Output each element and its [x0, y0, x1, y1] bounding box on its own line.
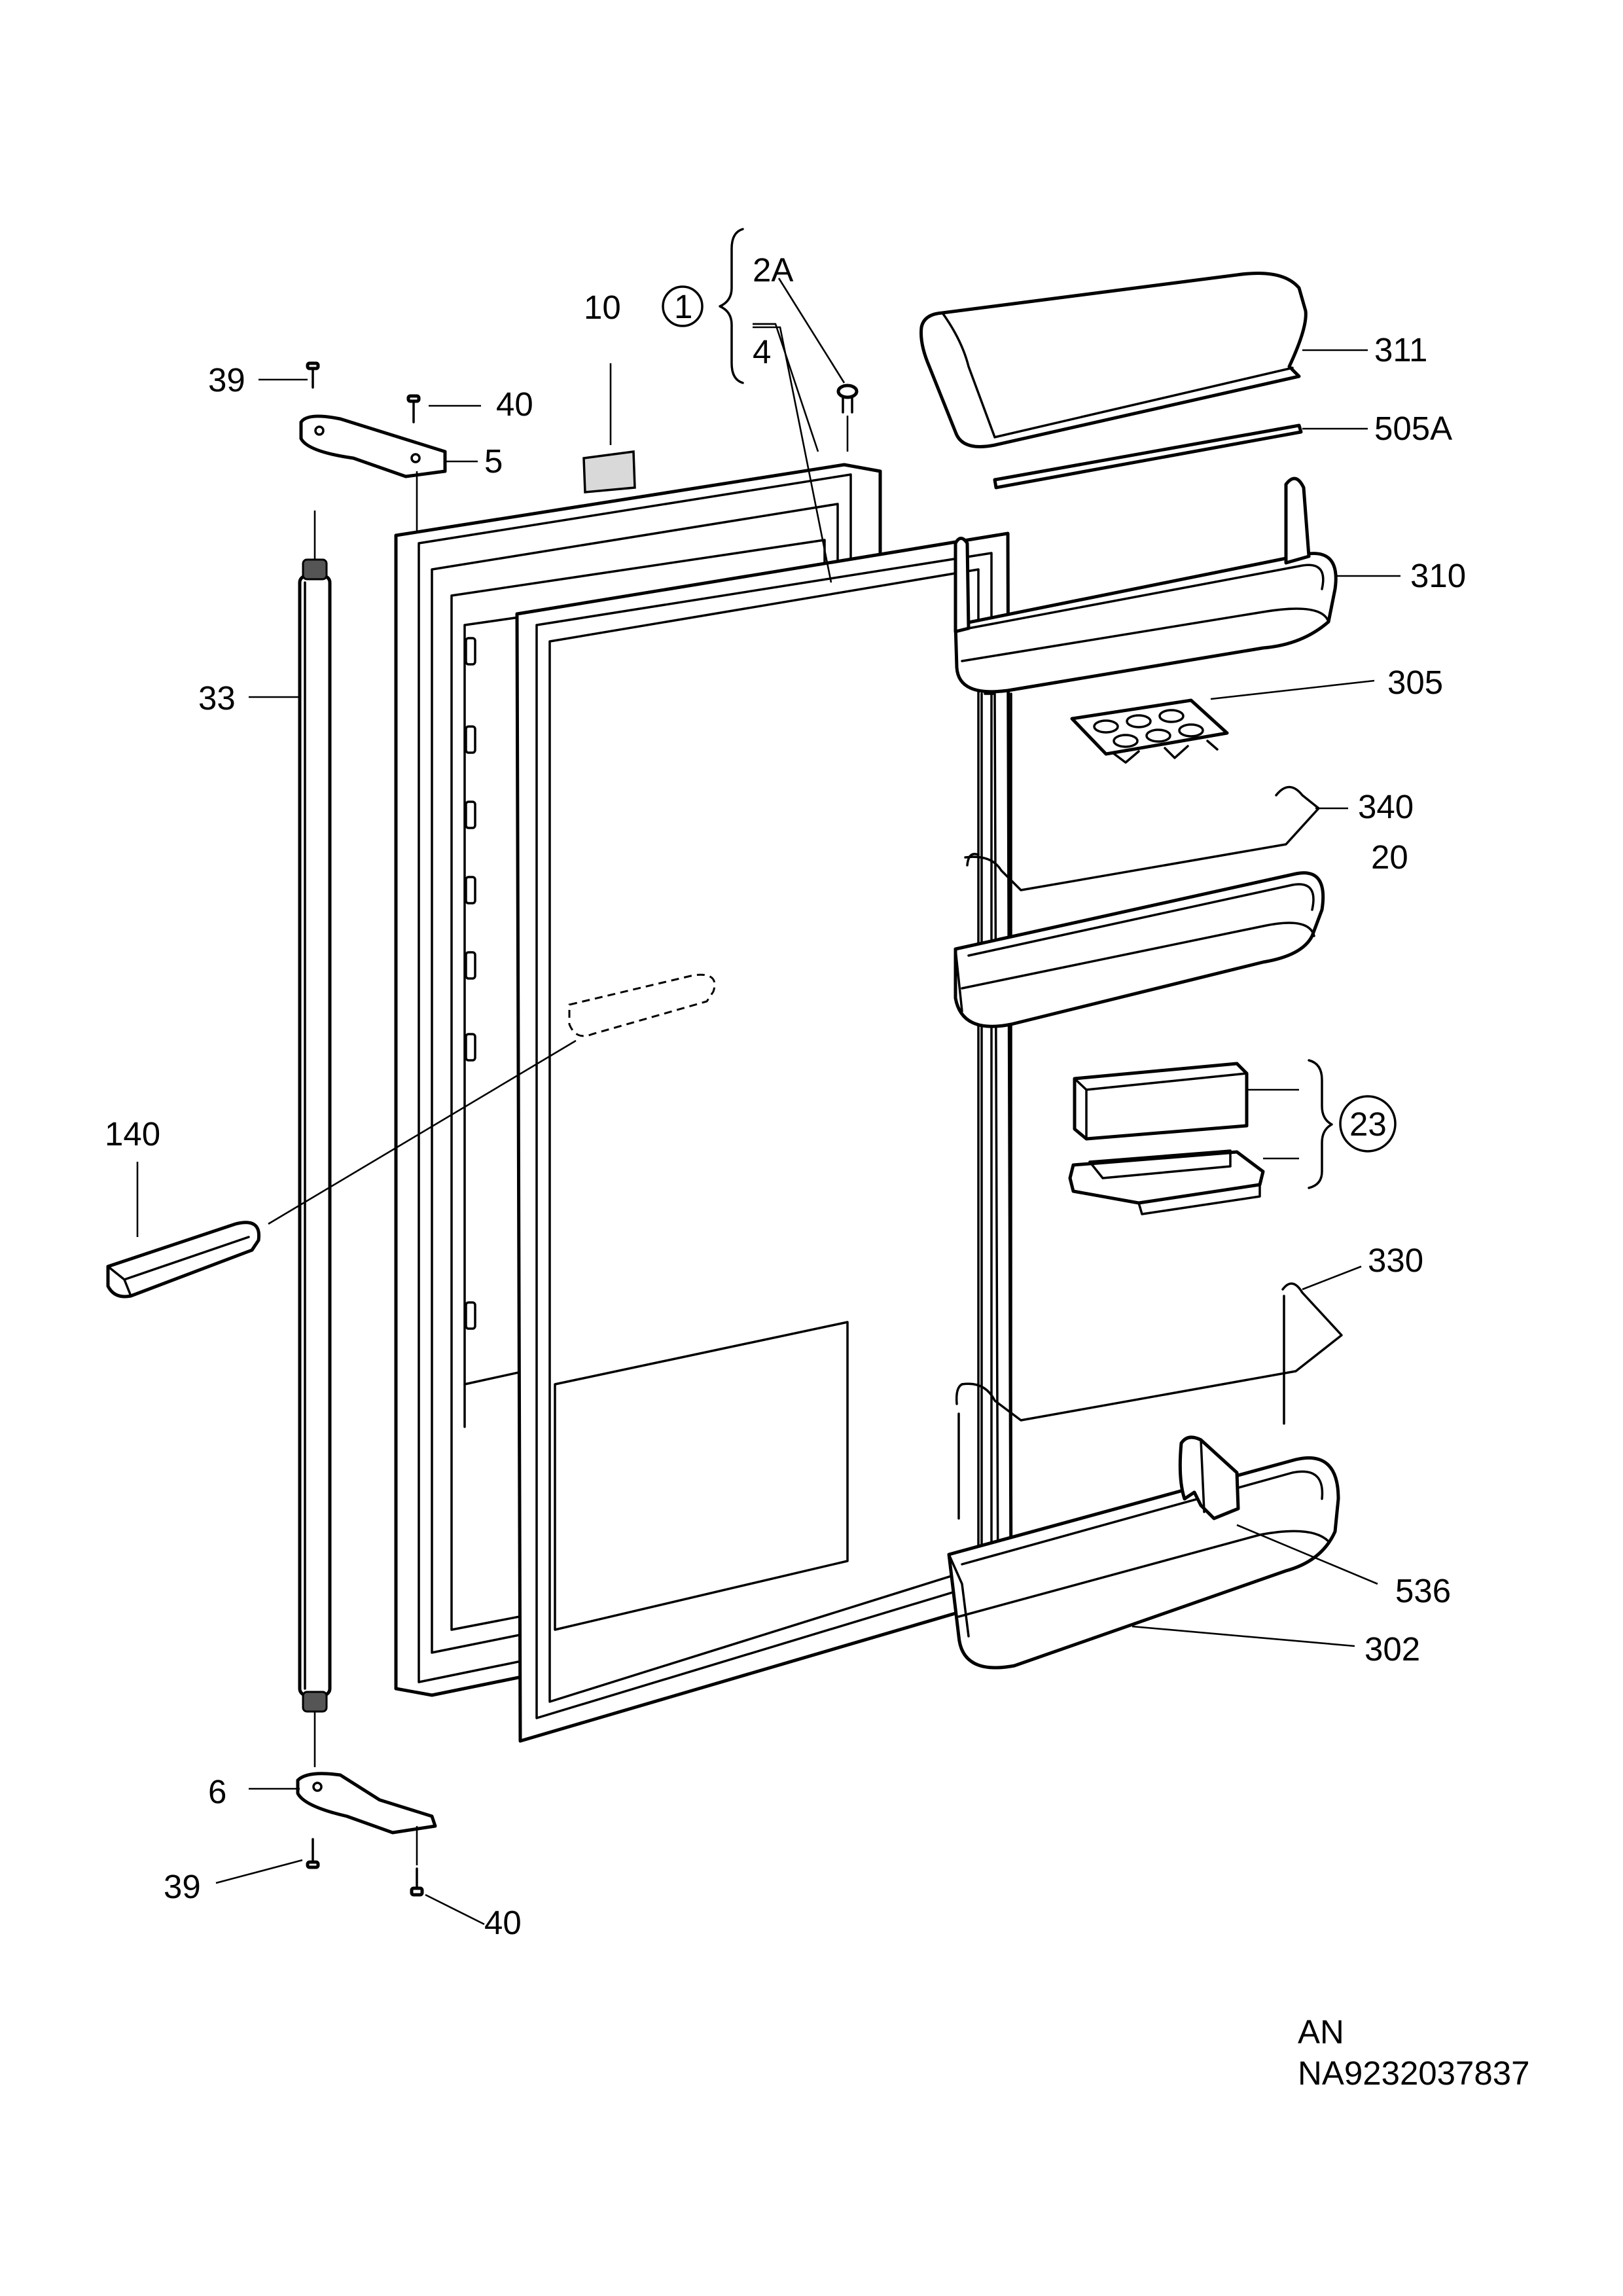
label-39-top: 39	[208, 361, 245, 399]
label-plate-part	[582, 450, 636, 493]
label-302: 302	[1364, 1630, 1420, 1668]
drawing-footer: AN NA9232037837	[1298, 2013, 1530, 2092]
label-23: 23	[1349, 1105, 1387, 1143]
door-shelf-302	[947, 1456, 1340, 1670]
top-hinge-part	[299, 414, 447, 478]
footer-line-2: NA9232037837	[1298, 2054, 1530, 2092]
butter-dish-tray	[1068, 1149, 1265, 1215]
screw-40-top	[406, 394, 421, 423]
label-1: 1	[674, 288, 692, 325]
part-labels: 39 40 5 33 10 1 2A 4 311 505A 310 305 34…	[105, 251, 1466, 1941]
label-39-bottom: 39	[164, 1868, 201, 1905]
bottle-divider-part	[1178, 1435, 1240, 1520]
label-6: 6	[208, 1773, 226, 1810]
assembly-brace	[719, 228, 744, 384]
butter-dish-cover	[1073, 1062, 1249, 1141]
small-tray-part	[106, 1221, 261, 1299]
label-33: 33	[198, 679, 236, 717]
plug-part	[836, 384, 859, 452]
circle-23	[1339, 1095, 1397, 1153]
label-330: 330	[1368, 1242, 1423, 1279]
rod-part	[993, 423, 1303, 490]
label-310: 310	[1410, 557, 1466, 594]
label-40-bottom: 40	[484, 1904, 522, 1941]
hinge-rod-part	[298, 511, 332, 1767]
label-311: 311	[1374, 331, 1427, 368]
label-10: 10	[584, 289, 621, 326]
circle-1	[662, 285, 704, 327]
bottom-hinge-part	[296, 1772, 437, 1835]
subassembly-brace-23	[1308, 1059, 1333, 1189]
door-shelf-310	[954, 476, 1338, 694]
footer-line-1: AN	[1298, 2013, 1344, 2051]
door-shelf-20	[954, 871, 1325, 1028]
label-340: 340	[1358, 788, 1414, 825]
label-505A: 505A	[1374, 410, 1452, 447]
label-140: 140	[105, 1115, 160, 1153]
small-tray-ghost	[268, 973, 716, 1225]
screw-40-bottom	[410, 1867, 424, 1897]
label-4: 4	[753, 333, 771, 370]
wire-retainer-330	[955, 1282, 1343, 1520]
wire-retainer-340	[964, 785, 1320, 891]
label-5: 5	[484, 442, 503, 480]
label-20: 20	[1371, 838, 1408, 876]
label-40-top: 40	[496, 386, 533, 423]
screw-39-top	[306, 361, 320, 389]
door-inner-liner	[980, 692, 1012, 1605]
egg-tray-part	[1070, 698, 1229, 764]
label-2A: 2A	[753, 251, 793, 289]
door-gasket-part	[515, 531, 1013, 1743]
label-305: 305	[1387, 664, 1443, 701]
label-536: 536	[1395, 1572, 1451, 1609]
shelf-cover-part	[919, 272, 1308, 448]
leader-lines	[136, 278, 1400, 1926]
screw-39-bottom	[306, 1838, 320, 1869]
